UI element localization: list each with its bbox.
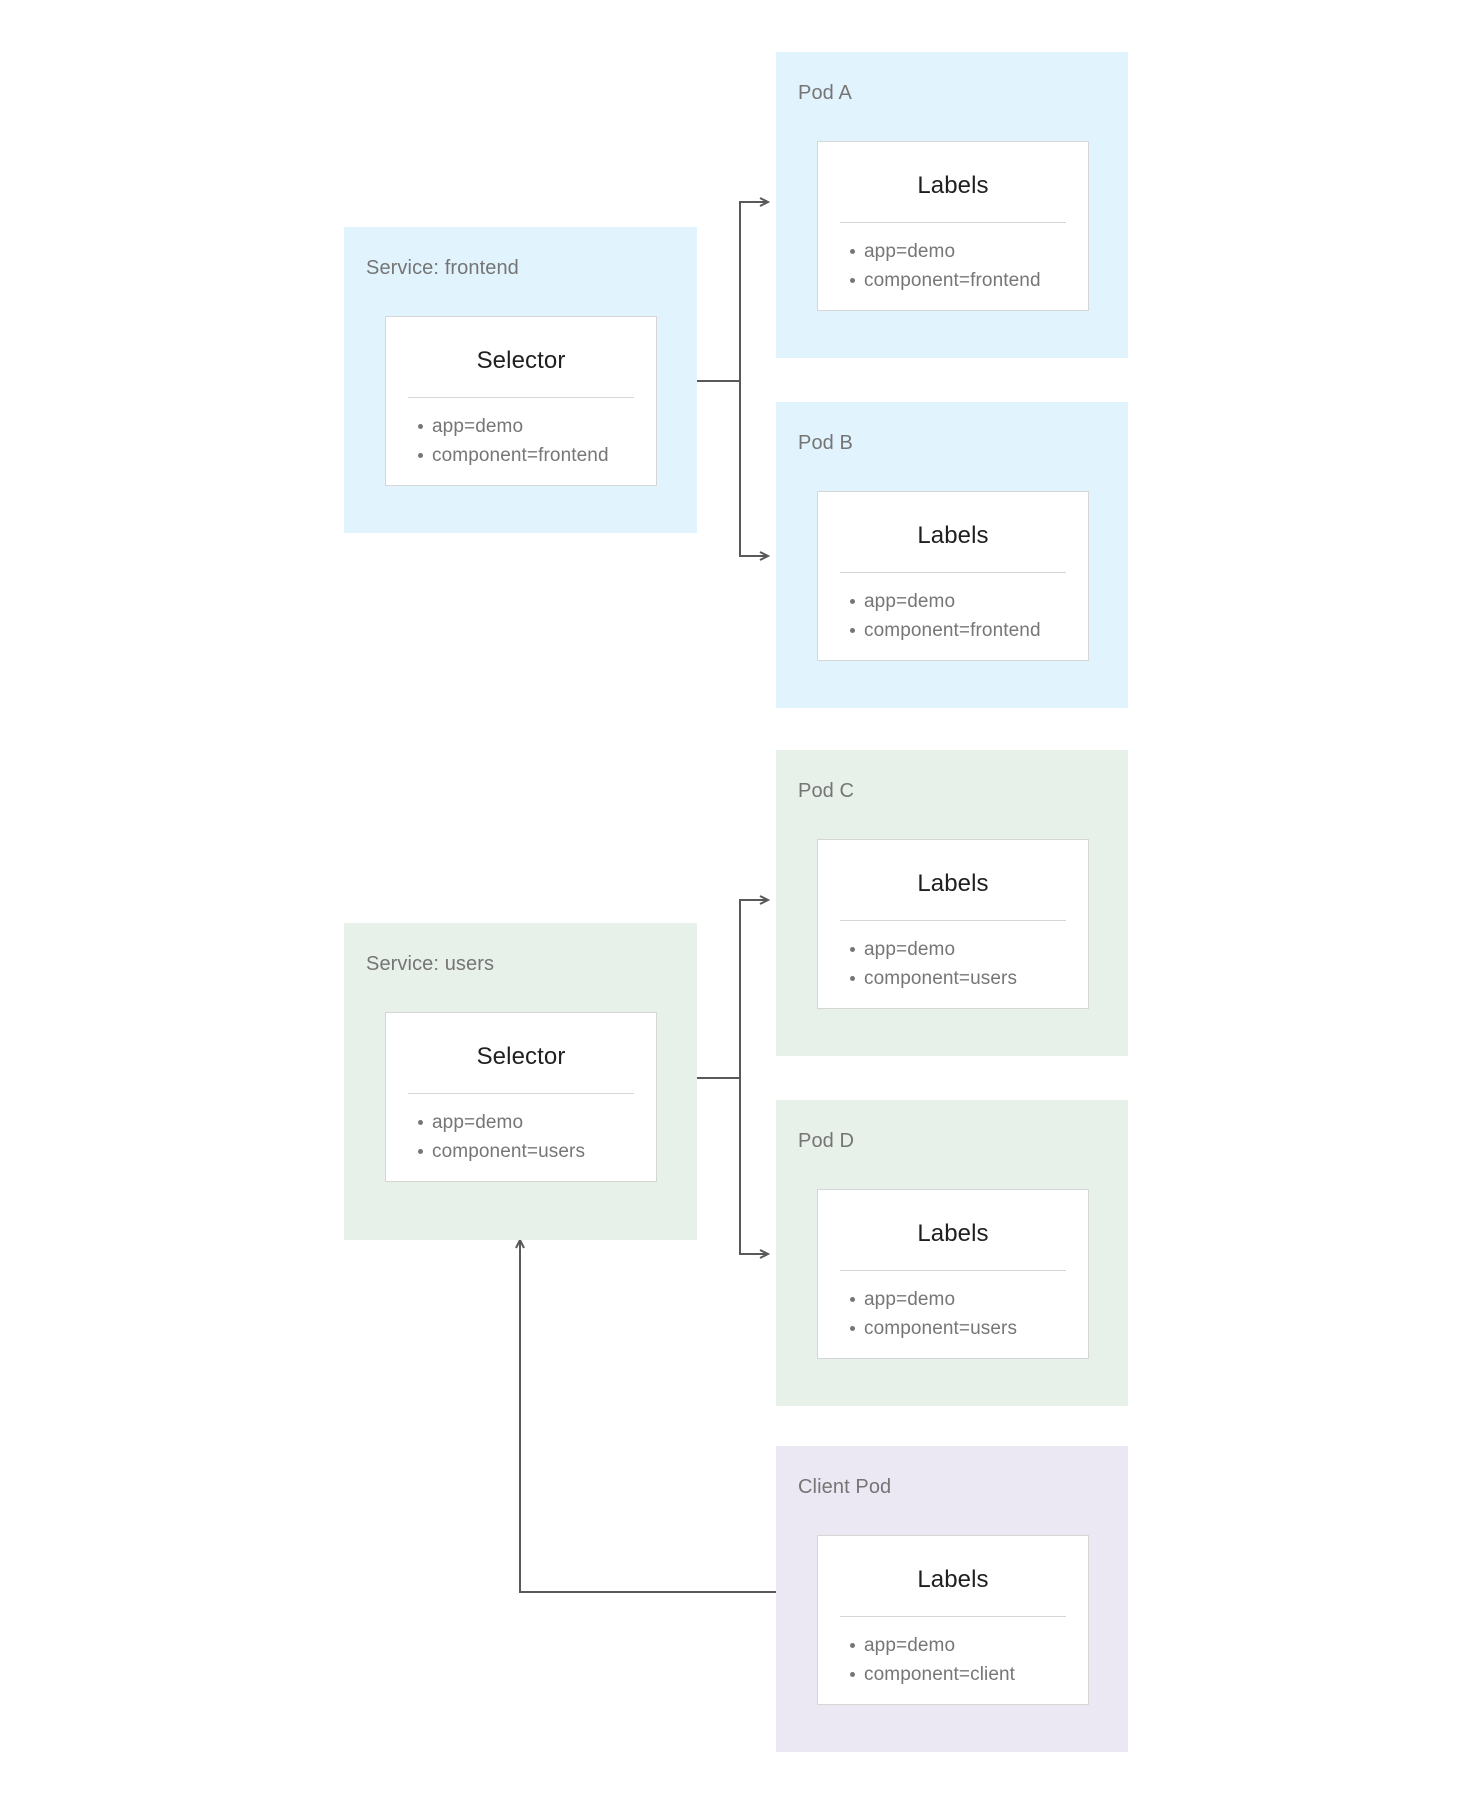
card-pod-c-labels[interactable]: Labels app=demo component=users <box>817 839 1089 1009</box>
card-service-users-selector[interactable]: Selector app=demo component=users <box>385 1012 657 1182</box>
card-title-pod-c: Labels <box>917 870 989 897</box>
card-divider <box>408 1093 634 1094</box>
card-divider <box>840 920 1066 921</box>
label-list-pod-d: app=demo component=users <box>818 1285 1088 1343</box>
label-list-client-pod: app=demo component=client <box>818 1631 1088 1689</box>
card-title-service-users: Selector <box>476 1043 566 1070</box>
selector-list-service-users: app=demo component=users <box>386 1108 656 1166</box>
card-title-pod-a: Labels <box>917 172 989 199</box>
group-pod-b[interactable]: Pod B Labels app=demo component=frontend <box>776 402 1128 708</box>
card-divider <box>840 1270 1066 1271</box>
label-item: app=demo <box>850 935 1088 964</box>
group-label-pod-c: Pod C <box>798 780 855 802</box>
label-item: component=users <box>850 1314 1088 1343</box>
card-pod-d-labels[interactable]: Labels app=demo component=users <box>817 1189 1089 1359</box>
label-item: component=frontend <box>850 266 1088 295</box>
group-label-pod-b: Pod B <box>798 432 853 454</box>
card-title-pod-b: Labels <box>917 522 989 549</box>
label-list-pod-b: app=demo component=frontend <box>818 587 1088 645</box>
group-label-pod-a: Pod A <box>798 82 852 104</box>
card-divider <box>840 222 1066 223</box>
label-item: app=demo <box>850 1285 1088 1314</box>
card-pod-b-labels[interactable]: Labels app=demo component=frontend <box>817 491 1089 661</box>
selector-list-service-frontend: app=demo component=frontend <box>386 412 656 470</box>
edge-client-to-users <box>515 1237 776 1593</box>
edge-frontend-to-pods <box>697 197 771 561</box>
group-service-users[interactable]: Service: users Selector app=demo compone… <box>344 923 697 1240</box>
card-divider <box>408 397 634 398</box>
selector-item: app=demo <box>418 412 656 441</box>
card-pod-a-labels[interactable]: Labels app=demo component=frontend <box>817 141 1089 311</box>
group-client-pod[interactable]: Client Pod Labels app=demo component=cli… <box>776 1446 1128 1752</box>
label-item: app=demo <box>850 1631 1088 1660</box>
card-service-frontend-selector[interactable]: Selector app=demo component=frontend <box>385 316 657 486</box>
label-item: component=frontend <box>850 616 1088 645</box>
group-label-service-frontend: Service: frontend <box>366 257 519 279</box>
selector-item: component=frontend <box>418 441 656 470</box>
card-title-client-pod: Labels <box>917 1566 989 1593</box>
card-title-service-frontend: Selector <box>476 347 566 374</box>
label-item: app=demo <box>850 237 1088 266</box>
card-client-pod-labels[interactable]: Labels app=demo component=client <box>817 1535 1089 1705</box>
selector-item: component=users <box>418 1137 656 1166</box>
group-pod-d[interactable]: Pod D Labels app=demo component=users <box>776 1100 1128 1406</box>
group-label-service-users: Service: users <box>366 953 495 975</box>
label-item: component=client <box>850 1660 1088 1689</box>
group-service-frontend[interactable]: Service: frontend Selector app=demo comp… <box>344 227 697 533</box>
selector-item: app=demo <box>418 1108 656 1137</box>
label-list-pod-a: app=demo component=frontend <box>818 237 1088 295</box>
edge-users-to-pods <box>697 895 771 1259</box>
card-divider <box>840 1616 1066 1617</box>
group-pod-c[interactable]: Pod C Labels app=demo component=users <box>776 750 1128 1056</box>
group-label-client-pod: Client Pod <box>798 1476 892 1498</box>
group-label-pod-d: Pod D <box>798 1130 855 1152</box>
label-item: app=demo <box>850 587 1088 616</box>
card-title-pod-d: Labels <box>917 1220 989 1247</box>
group-pod-a[interactable]: Pod A Labels app=demo component=frontend <box>776 52 1128 358</box>
label-item: component=users <box>850 964 1088 993</box>
label-list-pod-c: app=demo component=users <box>818 935 1088 993</box>
card-divider <box>840 572 1066 573</box>
